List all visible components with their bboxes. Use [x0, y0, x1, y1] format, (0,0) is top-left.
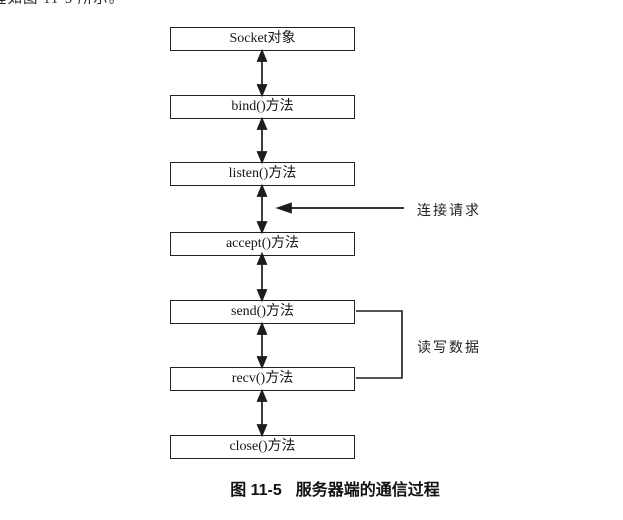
flow-box-label: accept()方法 [225, 236, 300, 251]
flow-box-label: close()方法 [229, 439, 296, 454]
connect-request-arrow [275, 202, 404, 214]
flow-box-recv: recv()方法 [170, 367, 355, 391]
flow-box-accept: accept()方法 [170, 232, 355, 256]
figure-caption-title: 服务器端的通信过程 [295, 482, 440, 499]
flow-box-bind: bind()方法 [170, 95, 355, 119]
flow-box-label: listen()方法 [228, 166, 297, 181]
double-arrow-send-recv [256, 321, 268, 370]
double-arrow-socket-bind [256, 48, 268, 98]
flow-box-send: send()方法 [170, 300, 355, 324]
figure-caption: 图 11-5 服务器端的通信过程 [170, 476, 500, 500]
figure-caption-number: 图 11-5 [230, 482, 282, 499]
double-arrow-listen-accept [256, 183, 268, 235]
flow-box-label: Socket对象 [229, 31, 296, 46]
connect-request-label: 连接请求 [417, 204, 481, 219]
flow-box-label: recv()方法 [231, 371, 294, 386]
read-write-data-label: 读写数据 [417, 341, 481, 356]
double-arrow-recv-close [256, 388, 268, 438]
double-arrow-accept-send [256, 251, 268, 303]
flow-box-listen: listen()方法 [170, 162, 355, 186]
flow-box-label: bind()方法 [231, 99, 294, 114]
clipped-paragraph-text: 程如图 11-5 所示。 [0, 0, 124, 9]
double-arrow-bind-listen [256, 116, 268, 165]
flow-box-close: close()方法 [170, 435, 355, 459]
flow-box-socket: Socket对象 [170, 27, 355, 51]
read-write-bracket [356, 310, 403, 379]
flow-box-label: send()方法 [231, 304, 294, 319]
